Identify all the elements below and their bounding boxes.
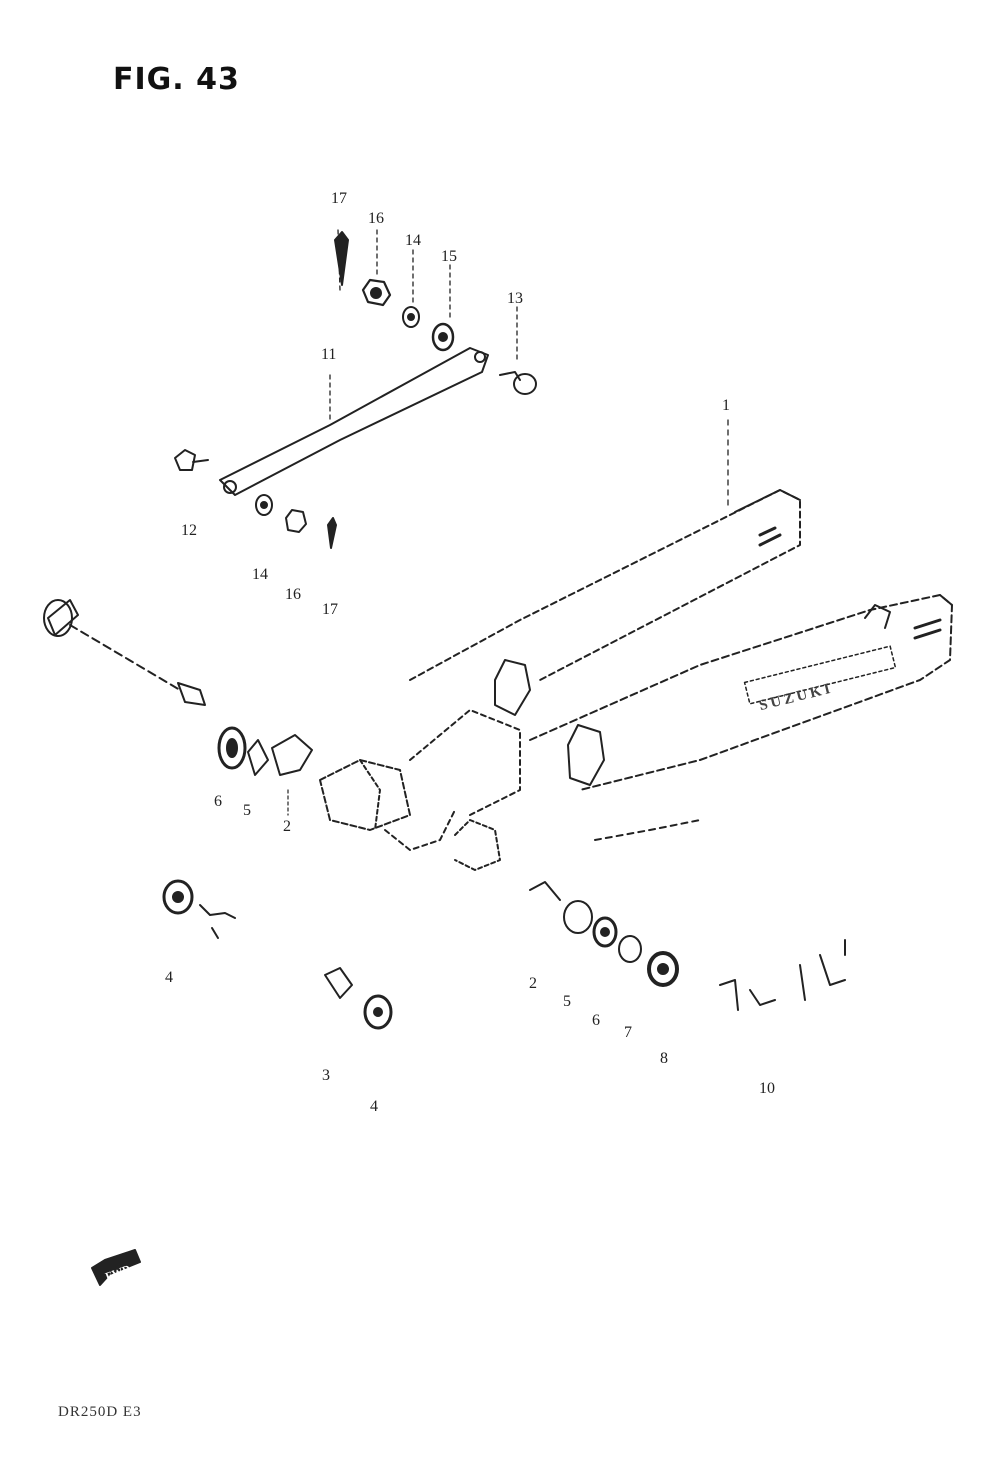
callout-15: 15 bbox=[441, 248, 457, 265]
figure-title: FIG. 43 bbox=[113, 62, 240, 97]
callout-10: 10 bbox=[759, 1080, 775, 1097]
torque-link-part bbox=[219, 347, 489, 496]
callout-5: 5 bbox=[243, 802, 251, 819]
callout-5: 5 bbox=[563, 993, 571, 1010]
callout-13: 13 bbox=[507, 290, 523, 307]
callout-7: 7 bbox=[624, 1024, 632, 1041]
swingarm-decal: SUZUKI bbox=[758, 680, 835, 714]
swingarm-part bbox=[319, 419, 953, 871]
callout-14: 14 bbox=[405, 232, 421, 249]
callout-14: 14 bbox=[252, 566, 268, 583]
callout-8: 8 bbox=[660, 1050, 668, 1067]
callout-16: 16 bbox=[285, 586, 301, 603]
fwd-arrow-icon bbox=[91, 1249, 141, 1286]
callout-6: 6 bbox=[214, 793, 222, 810]
callout-17: 17 bbox=[331, 190, 347, 207]
callout-4: 4 bbox=[370, 1098, 378, 1115]
pivot-shaft-assembly bbox=[43, 599, 313, 816]
right-bearing-group bbox=[529, 881, 846, 1011]
callout-11: 11 bbox=[321, 346, 336, 363]
callout-2: 2 bbox=[529, 975, 537, 992]
callout-3: 3 bbox=[322, 1067, 330, 1084]
callout-4: 4 bbox=[165, 969, 173, 986]
callout-2: 2 bbox=[283, 818, 291, 835]
callout-labels: 17 16 14 15 13 11 1 12 14 16 17 6 5 2 4 … bbox=[165, 190, 775, 1115]
callout-12: 12 bbox=[181, 522, 197, 539]
fasteners bbox=[174, 229, 537, 549]
callout-1: 1 bbox=[722, 397, 730, 414]
left-bearing-group bbox=[162, 879, 393, 1030]
callout-17: 17 bbox=[322, 601, 338, 618]
callout-6: 6 bbox=[592, 1012, 600, 1029]
callout-16: 16 bbox=[368, 210, 384, 227]
figure-code: DR250D E3 bbox=[58, 1404, 142, 1420]
